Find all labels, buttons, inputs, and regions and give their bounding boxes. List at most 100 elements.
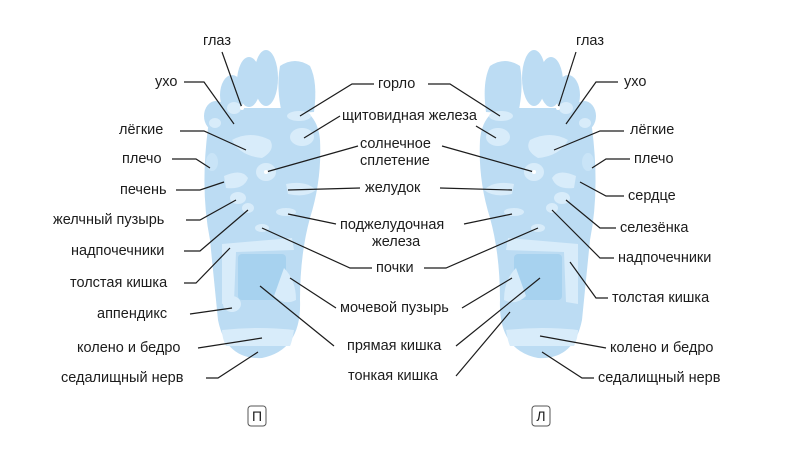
leader-small-intestine-b <box>455 311 511 377</box>
right-foot-tag-text: П <box>252 408 262 424</box>
right-foot-big-toe <box>278 61 316 114</box>
left-foot-tag: Л <box>531 405 551 427</box>
left-foot-toe-2 <box>522 50 546 106</box>
leader-right-sciatic <box>206 351 259 379</box>
right-zone-thyroid <box>290 128 314 146</box>
label-right-eye: глаз <box>203 33 231 49</box>
left-zone-adrenals <box>546 203 558 213</box>
left-zone-ear <box>579 118 591 128</box>
leader-solar-right <box>265 145 359 173</box>
right-zone-adrenals <box>242 203 254 213</box>
leader-right-liver <box>176 181 225 191</box>
leader-throat-left <box>428 83 501 117</box>
right-zone-liver <box>224 172 248 189</box>
leader-left-spleen <box>565 199 616 229</box>
label-right-liver: печень <box>120 182 167 198</box>
right-zone-throat <box>287 111 311 121</box>
left-foot <box>479 50 596 359</box>
label-right-shoulder: плечо <box>122 151 162 167</box>
leader-rectum <box>259 285 335 347</box>
leader-small-intestine-a <box>455 277 541 347</box>
label-left-shoulder: плечо <box>634 151 674 167</box>
leader-bladder-right <box>289 277 337 309</box>
label-left-eye: глаз <box>576 33 604 49</box>
label-stomach: желудок <box>365 180 421 196</box>
label-right-sciatic: седалищный нерв <box>61 370 184 386</box>
leader-left-sciatic <box>541 351 594 379</box>
label-throat: горло <box>378 76 415 92</box>
right-zone-eye <box>227 102 241 114</box>
label-solar-plexus-2: сплетение <box>360 153 430 169</box>
leader-right-gallbladder <box>186 199 237 221</box>
dot <box>556 106 560 110</box>
leader-left-lungs <box>553 130 624 151</box>
right-foot-labels: глаз ухо лёгкие плечо печень желчный пуз… <box>53 33 231 386</box>
label-bladder: мочевой пузырь <box>340 300 449 316</box>
label-left-adrenals: надпочечники <box>618 250 711 266</box>
dot <box>240 106 244 110</box>
left-zone-small-intestine <box>514 254 562 300</box>
right-zone-rectum <box>238 254 286 300</box>
label-thyroid: щитовидная железа <box>342 108 478 124</box>
leader-right-lungs <box>180 130 247 151</box>
leader-left-adrenals <box>551 209 614 259</box>
dot <box>532 170 536 174</box>
left-zone-heart <box>552 172 576 189</box>
left-zone-shoulder <box>582 153 594 171</box>
label-left-spleen: селезёнка <box>620 220 689 236</box>
leader-right-ear <box>184 81 235 125</box>
right-zone-shoulder <box>206 153 218 171</box>
leader-left-heart <box>579 181 624 197</box>
label-right-knee-hip: колено и бедро <box>77 340 180 356</box>
label-left-ear: ухо <box>624 74 646 90</box>
label-right-lungs: лёгкие <box>119 122 163 138</box>
label-pancreas-1: поджелудочная <box>340 217 444 233</box>
label-left-heart: сердце <box>628 188 676 204</box>
right-zone-appendix <box>223 296 241 312</box>
left-zone-lungs <box>528 135 568 158</box>
leader-right-colon <box>184 247 231 284</box>
label-left-knee-hip: колено и бедро <box>610 340 713 356</box>
left-zone-spleen <box>554 192 570 204</box>
left-foot-tag-text: Л <box>536 408 545 424</box>
dot <box>264 170 268 174</box>
label-left-colon: толстая кишка <box>612 290 710 306</box>
right-foot-toe-2 <box>254 50 278 106</box>
left-zone-colon <box>506 238 578 304</box>
label-kidneys: почки <box>376 260 414 276</box>
right-foot-tag-box <box>247 405 267 427</box>
left-zone-throat <box>489 111 513 121</box>
left-zone-knee-hip <box>506 328 578 346</box>
leader-kidneys-right <box>261 227 372 269</box>
label-rectum: прямая кишка <box>347 338 442 354</box>
center-leaders <box>259 83 541 377</box>
center-labels: горло щитовидная железа солнечное сплете… <box>340 76 478 384</box>
label-left-sciatic: седалищный нерв <box>598 370 721 386</box>
leader-right-adrenals <box>184 209 249 252</box>
leader-left-colon <box>569 261 608 299</box>
label-left-lungs: лёгкие <box>630 122 674 138</box>
right-zone-knee-hip <box>222 328 294 346</box>
right-zone-bladder <box>274 268 296 303</box>
left-zone-thyroid <box>486 128 510 146</box>
left-foot-leaders <box>539 51 630 379</box>
left-foot-big-toe <box>484 61 522 114</box>
leader-left-ear <box>565 81 618 125</box>
leader-left-knee-hip <box>539 335 607 349</box>
label-small-intestine: тонкая кишка <box>348 368 439 384</box>
leader-right-eye <box>221 51 243 109</box>
leader-kidneys-left <box>424 227 539 269</box>
leader-endpoints <box>240 106 560 174</box>
left-foot-labels: глаз ухо лёгкие плечо сердце селезёнка н… <box>576 33 721 386</box>
leader-right-knee-hip <box>197 337 263 349</box>
label-solar-plexus-1: солнечное <box>360 136 431 152</box>
leader-solar-left <box>441 145 535 173</box>
right-foot <box>204 50 321 359</box>
label-right-ear: ухо <box>155 74 177 90</box>
right-foot-tag: П <box>247 405 267 427</box>
leader-bladder-left <box>461 277 513 309</box>
leader-left-shoulder <box>591 158 630 169</box>
right-zone-ear <box>209 118 221 128</box>
right-foot-leaders <box>172 51 263 379</box>
